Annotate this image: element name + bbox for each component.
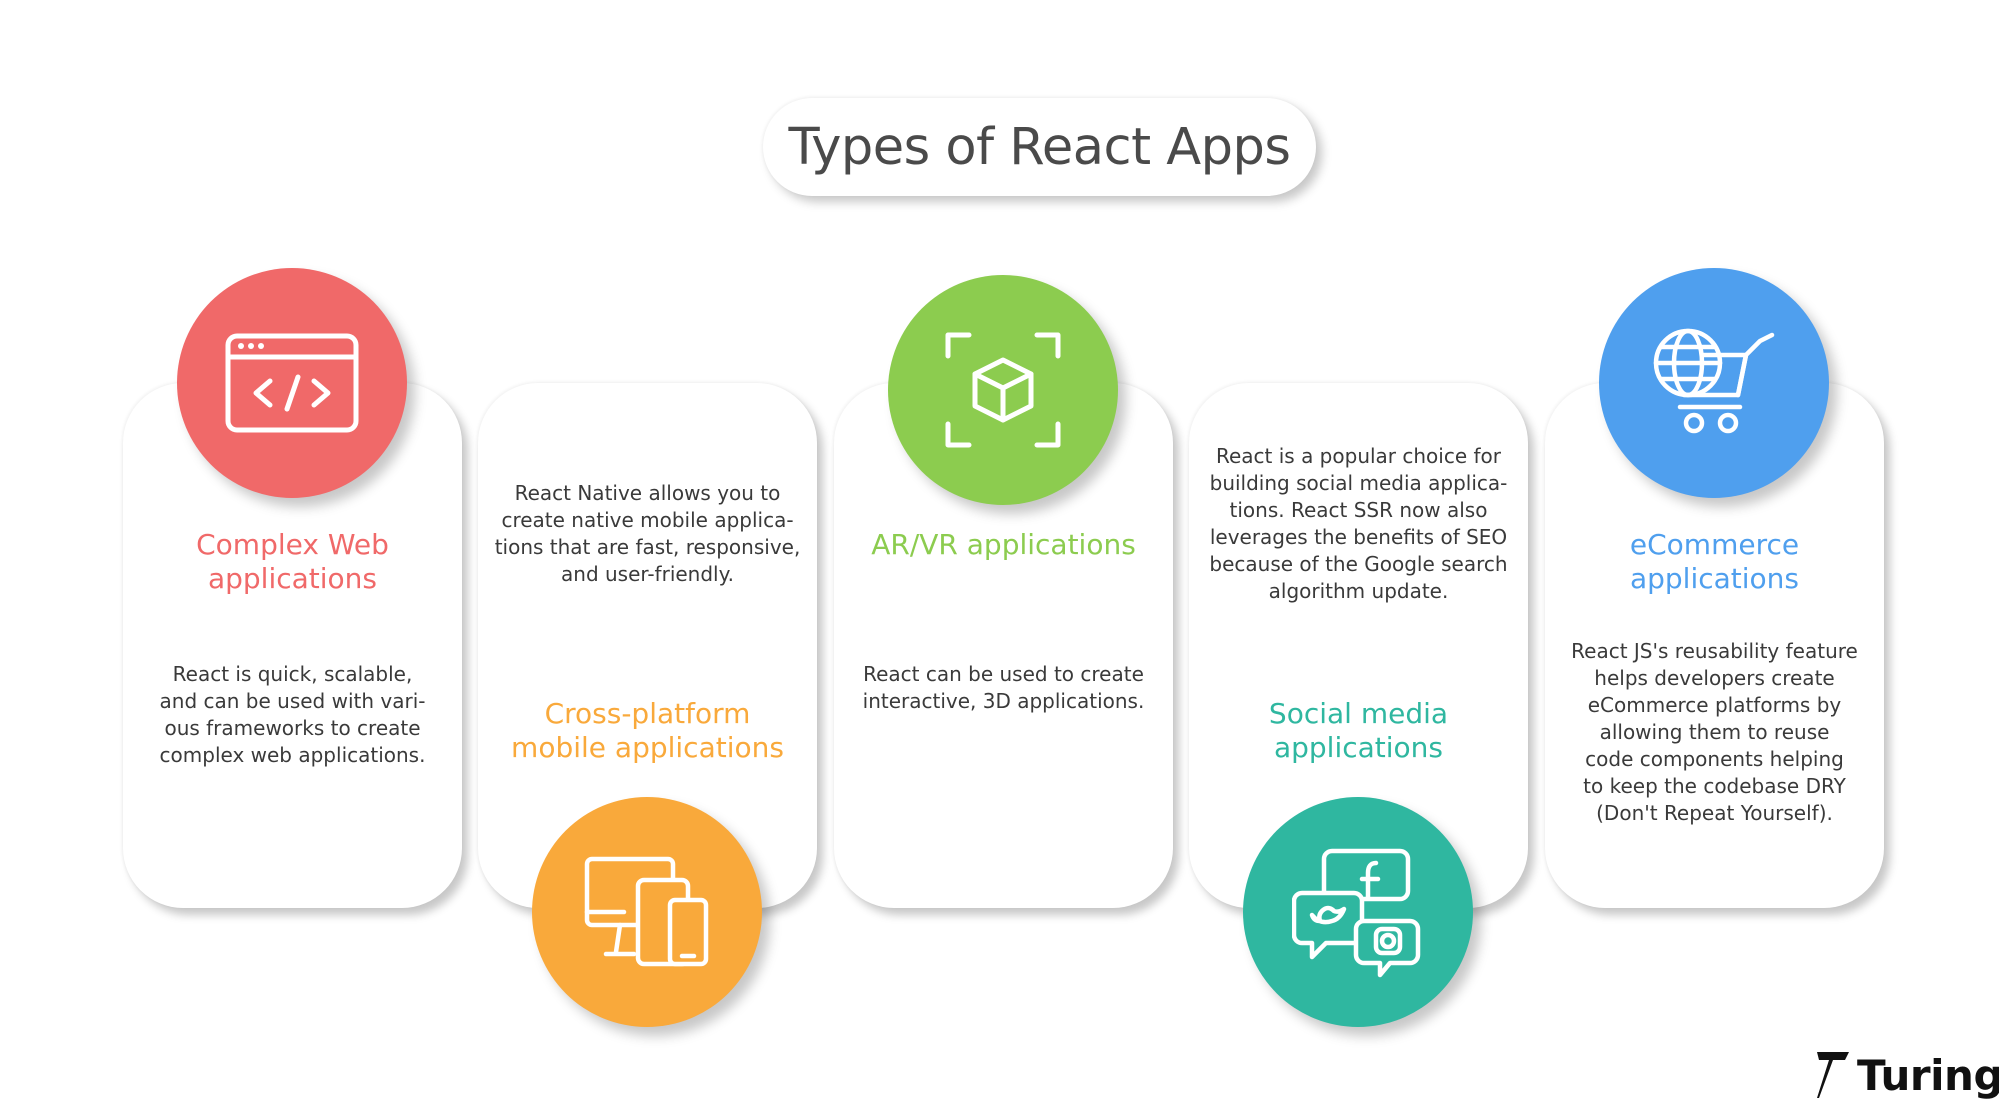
circle-ar-vr: [888, 275, 1118, 505]
circle-cross-platform: [532, 797, 762, 1027]
label-complex-web: Complex Web applications: [196, 528, 389, 595]
desc-social-media: React is a popular choice for building s…: [1209, 444, 1508, 603]
multi-device-icon: [584, 856, 709, 967]
desc-ecommerce: React JS's reusability feature helps dev…: [1571, 639, 1858, 825]
globe-cart-icon: [1653, 328, 1775, 434]
label-ecommerce: eCommerce applications: [1629, 528, 1800, 595]
brand-name: Turing: [1857, 1050, 1999, 1100]
turing-logo-icon: [1817, 1052, 1849, 1098]
circle-complex-web: [177, 268, 407, 498]
label-social-media: Social media applications: [1268, 697, 1449, 764]
ar-cube-icon: [945, 332, 1061, 448]
desc-cross-platform: React Native allows you to create native…: [494, 481, 801, 586]
label-cross-platform: Cross-platform mobile applications: [511, 697, 784, 764]
browser-code-icon: [225, 333, 359, 433]
circle-social-media: [1243, 797, 1473, 1027]
social-bubbles-icon: [1292, 848, 1421, 978]
circle-ecommerce: [1599, 268, 1829, 498]
page-title: Types of React Apps: [788, 117, 1291, 177]
turing-brand: Turing: [1815, 1050, 1999, 1100]
desc-ar-vr: React can be used to create interactive,…: [862, 662, 1145, 713]
title-pill: Types of React Apps: [763, 98, 1316, 196]
desc-complex-web: React is quick, scalable, and can be use…: [159, 662, 426, 767]
label-ar-vr: AR/VR applications: [871, 528, 1136, 561]
